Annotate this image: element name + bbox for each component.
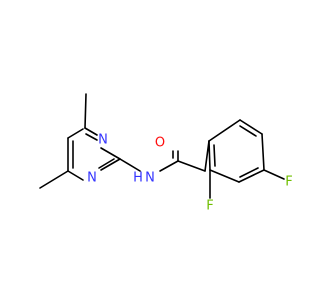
atom-o-carbonyl: O	[155, 136, 165, 151]
bond-c2-n3	[100, 158, 121, 171]
bond-n1-c2	[100, 147, 121, 160]
bond-ch2-aryl	[204, 140, 210, 172]
bond-ar1-ar2	[208, 119, 241, 142]
atom-nh-hydrogen: H	[133, 171, 143, 186]
bond-ar4-ar5-inner	[239, 167, 259, 178]
bond-methyl-top	[84, 93, 87, 129]
bond-ar6-ar1	[208, 140, 211, 171]
atom-f-para: F	[285, 175, 292, 190]
bond-c6-n1-double	[85, 133, 98, 141]
bond-c2-n3-double	[98, 158, 115, 169]
difluorophenyl-ring	[208, 119, 265, 183]
bond-ar2-ar3-inner	[239, 125, 257, 137]
bond-nh-carbonyl	[159, 160, 179, 172]
bond-methyl-bottom	[39, 170, 69, 189]
bond-carbonyl-ch2	[177, 160, 206, 172]
atom-n-ring-top: N	[98, 133, 108, 148]
molecule-structure-diagram: N N N H O F F	[39, 93, 293, 214]
atom-nh-nitrogen: N	[145, 171, 155, 186]
bond-n3-c4	[67, 170, 84, 181]
atom-n-ring-bottom: N	[87, 171, 97, 186]
atom-f-ortho: F	[206, 199, 213, 214]
bond-c5-c6	[67, 128, 84, 139]
atom-labels: N N N H O F F	[87, 133, 293, 214]
bond-ar3-ar4	[261, 133, 265, 171]
bond-ar4-f	[263, 169, 285, 180]
pyrimidine-ring	[67, 127, 121, 181]
bond-c6-n1	[84, 127, 98, 136]
bond-ar5-ar6	[209, 169, 240, 183]
bond-c2-nh	[119, 158, 141, 172]
bond-ar4-ar5	[238, 169, 265, 183]
bond-ar2-ar3	[239, 119, 263, 135]
bond-ar6-ar1-inner	[213, 144, 216, 167]
